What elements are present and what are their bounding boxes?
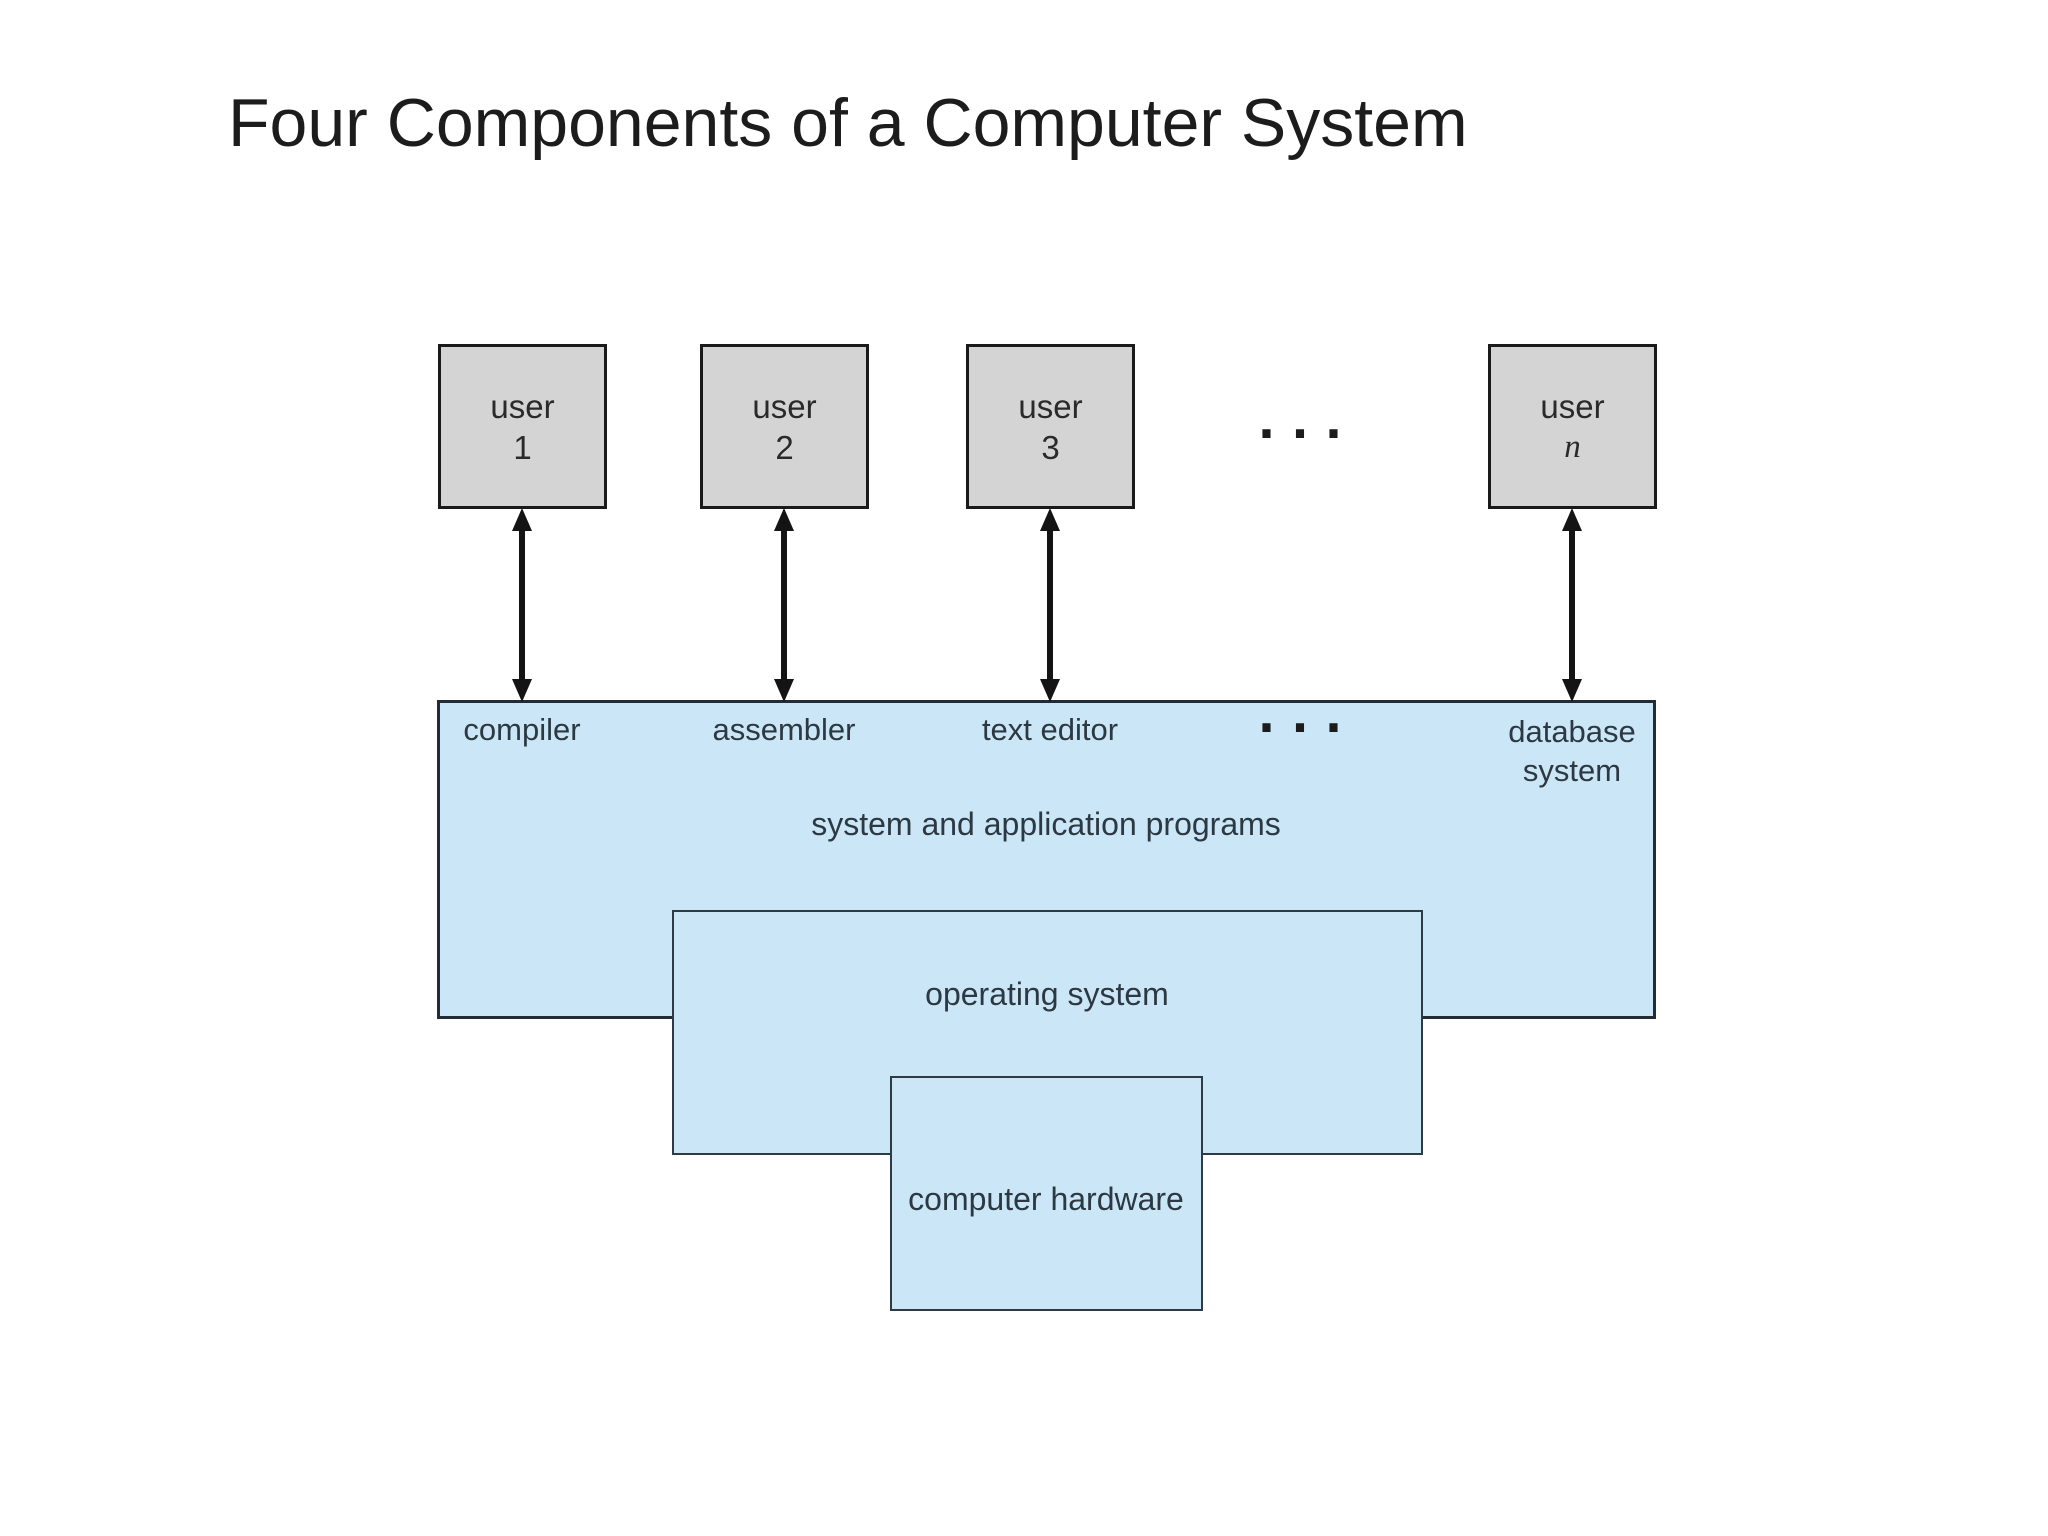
user-3-number: 3 (1041, 428, 1060, 466)
arrow-user2-assembler-icon (774, 508, 794, 702)
program-label-database-system: database system (1508, 712, 1636, 790)
database-line1: database (1508, 714, 1636, 749)
user-2-label: user (752, 387, 817, 425)
operating-system-label: operating system (925, 976, 1169, 1012)
arrow-usern-database-icon (1562, 508, 1582, 702)
program-label-compiler: compiler (463, 712, 581, 747)
user-2-box: user 2 (700, 344, 869, 509)
slide-title: Four Components of a Computer System (228, 85, 1468, 161)
computer-hardware-label: computer hardware (908, 1181, 1184, 1217)
user-n-label: user (1540, 387, 1605, 425)
user-1-label: user (490, 387, 555, 425)
programs-layer-caption: system and application programs (811, 806, 1281, 842)
user-3-box: user 3 (966, 344, 1135, 509)
database-line2: system (1522, 753, 1622, 788)
computer-hardware-box (890, 1076, 1203, 1311)
program-label-assembler: assembler (712, 712, 856, 747)
users-ellipsis: ... (1257, 395, 1359, 449)
user-1-box: user 1 (438, 344, 607, 509)
arrow-user1-compiler-icon (512, 508, 532, 702)
arrow-user3-texteditor-icon (1040, 508, 1060, 702)
program-label-text-editor: text editor (981, 712, 1119, 747)
user-3-label: user (1018, 387, 1083, 425)
user-1-number: 1 (513, 428, 532, 466)
user-n-number: n (1564, 428, 1581, 465)
user-2-number: 2 (775, 428, 794, 466)
programs-ellipsis: ... (1257, 689, 1359, 743)
user-n-box: user n (1488, 344, 1657, 509)
